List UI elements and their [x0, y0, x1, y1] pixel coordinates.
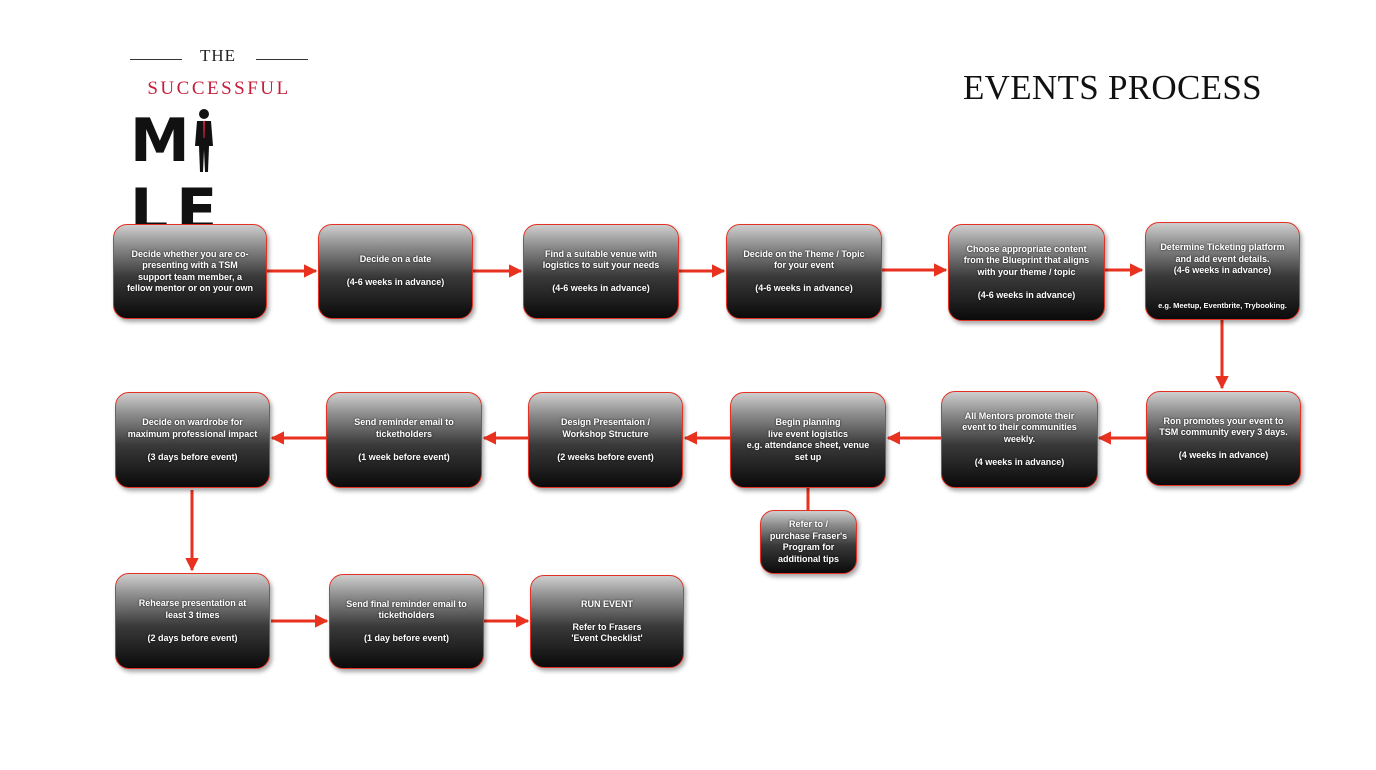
- step-text-2: Decide on a date (4-6 weeks in advance): [346, 254, 445, 288]
- step-box-13: Rehearse presentation at least 3 times (…: [115, 573, 270, 669]
- step-text-11: Send reminder email to ticketholders (1 …: [354, 417, 454, 462]
- step-text-3: Find a suitable venue with logistics to …: [542, 248, 660, 294]
- step-text-7: Ron promotes your event to TSM community…: [1159, 415, 1288, 461]
- step-box-6: Determine Ticketing platform and add eve…: [1145, 222, 1300, 320]
- step-box-1: Decide whether you are co- presenting wi…: [113, 224, 267, 319]
- step-box-5: Choose appropriate content from the Blue…: [948, 224, 1105, 321]
- step-box-8: All Mentors promote their event to their…: [941, 391, 1098, 488]
- step-text-4: Decide on the Theme / Topic for your eve…: [743, 248, 865, 294]
- step-text-8: All Mentors promote their event to their…: [962, 410, 1077, 467]
- step-text-1: Decide whether you are co- presenting wi…: [127, 248, 253, 294]
- step-box-12: Decide on wardrobe for maximum professio…: [115, 392, 270, 488]
- step-box-3: Find a suitable venue with logistics to …: [523, 224, 679, 319]
- step-note-6: e.g. Meetup, Eventbrite, Trybooking.: [1158, 300, 1287, 310]
- step-content-6: Determine Ticketing platform and add eve…: [1158, 231, 1287, 312]
- step-box-2: Decide on a date (4-6 weeks in advance): [318, 224, 473, 319]
- step-box-10: Design Presentaion / Workshop Structure …: [528, 392, 683, 488]
- step-text-5: Choose appropriate content from the Blue…: [963, 243, 1090, 300]
- step-box-7: Ron promotes your event to TSM community…: [1146, 391, 1301, 486]
- step-text-13: Rehearse presentation at least 3 times (…: [138, 598, 247, 643]
- logo-successful: SUCCESSFUL: [147, 78, 291, 99]
- step-text-6: Determine Ticketing platform and add eve…: [1160, 242, 1285, 276]
- step-box-9: Begin planning live event logistics e.g.…: [730, 392, 886, 488]
- step-text-9: Begin planning live event logistics e.g.…: [746, 417, 870, 462]
- businessman-silhouette-icon: [195, 109, 213, 172]
- step-box-11: Send reminder email to ticketholders (1 …: [326, 392, 482, 488]
- logo-right-rule: [256, 59, 308, 60]
- step-text-10: Design Presentaion / Workshop Structure …: [557, 417, 654, 462]
- step-box-15: RUN EVENT Refer to Frasers 'Event Checkl…: [530, 575, 684, 668]
- side-note-text: Refer to / purchase Fraser's Program for…: [769, 519, 848, 564]
- page-title: EVENTS PROCESS: [963, 68, 1262, 107]
- step-box-4: Decide on the Theme / Topic for your eve…: [726, 224, 882, 319]
- step-text-12: Decide on wardrobe for maximum professio…: [127, 417, 258, 462]
- logo-the: THE: [199, 46, 237, 65]
- logo-left-rule: [130, 59, 182, 60]
- side-note-box: Refer to / purchase Fraser's Program for…: [760, 510, 857, 574]
- step-text-14: Send final reminder email to ticketholde…: [346, 598, 467, 644]
- step-text-15: RUN EVENT Refer to Frasers 'Event Checkl…: [571, 598, 643, 644]
- step-box-14: Send final reminder email to ticketholde…: [329, 574, 484, 669]
